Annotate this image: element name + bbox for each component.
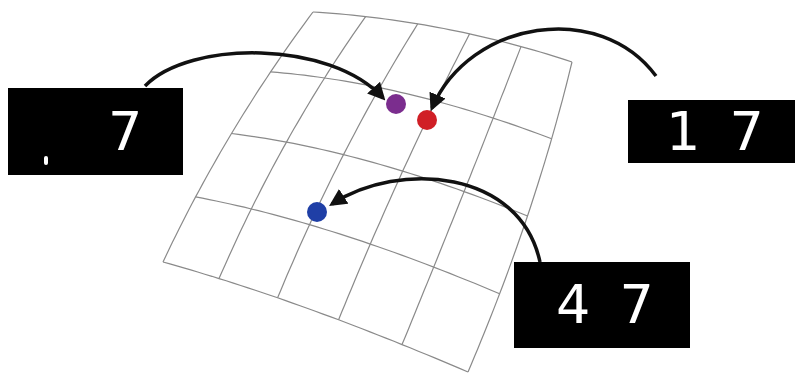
digit-image-panel: 1 7 — [628, 100, 795, 163]
grid-line — [196, 197, 500, 294]
grid-line — [402, 47, 521, 345]
pointer-arrow — [432, 29, 656, 108]
noise-dot — [44, 156, 48, 165]
digit-text: 7 — [108, 105, 142, 159]
digit-text: 4 7 — [556, 278, 654, 332]
latent-point — [417, 110, 437, 130]
digit-image-panel: 7 — [8, 88, 183, 175]
pointer-arrow — [332, 179, 540, 262]
grid-line — [271, 72, 552, 139]
digit-text: 1 7 — [666, 105, 764, 159]
latent-point — [307, 202, 327, 222]
latent-point — [386, 94, 406, 114]
grid-line — [232, 134, 528, 217]
grid-line — [278, 24, 418, 298]
grid-line — [163, 12, 313, 262]
grid-line — [163, 262, 468, 372]
digit-image-panel: 4 7 — [514, 262, 690, 348]
grid-line — [313, 12, 572, 62]
manifold-grid — [163, 12, 572, 372]
